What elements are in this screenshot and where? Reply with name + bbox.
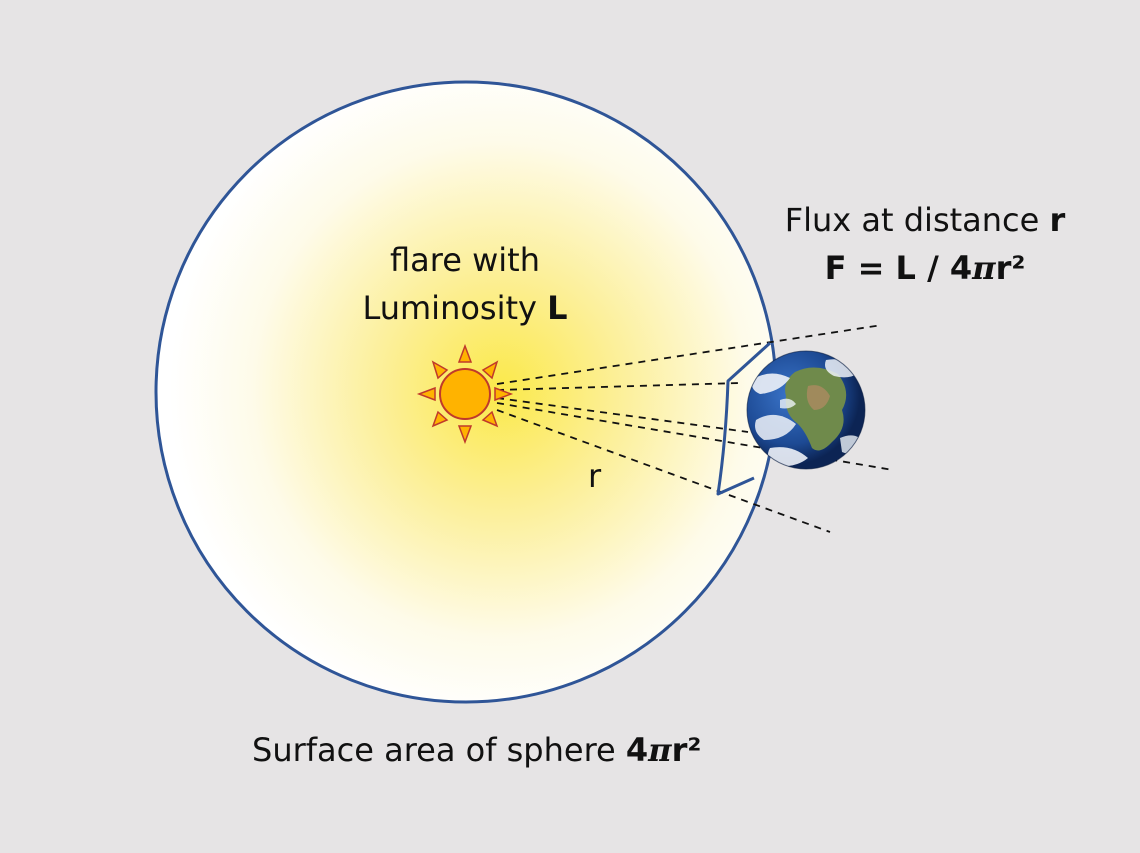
flux-formula-pi: π bbox=[972, 249, 996, 287]
flux-label: Flux at distance r F = L / 4πr² bbox=[770, 196, 1080, 292]
surface-area-label: Surface area of sphere 4πr² bbox=[252, 726, 701, 774]
flux-label-line1: Flux at distance r bbox=[770, 196, 1080, 244]
luminosity-symbol: L bbox=[547, 289, 568, 327]
flare-label-line2: Luminosity L bbox=[310, 284, 620, 332]
flux-rays bbox=[496, 324, 894, 533]
flux-label-text: Flux at distance bbox=[784, 201, 1050, 239]
ray-4 bbox=[496, 402, 894, 471]
flare-label-text: Luminosity bbox=[362, 289, 548, 327]
flux-formula: F = L / 4πr² bbox=[770, 244, 1080, 292]
flare-label-line1: flare with bbox=[390, 241, 540, 279]
surface-area-text: Surface area of sphere bbox=[252, 731, 626, 769]
surface-patch bbox=[716, 341, 772, 496]
surface-area-formula-pi: π bbox=[648, 731, 672, 769]
sun-icon bbox=[416, 343, 514, 445]
surface-area-formula-suffix: r² bbox=[671, 731, 702, 769]
ray-2 bbox=[496, 382, 741, 391]
flare-label: flare with Luminosity L bbox=[310, 236, 620, 332]
flux-formula-suffix: r² bbox=[995, 249, 1026, 287]
distance-symbol: r bbox=[1049, 201, 1066, 239]
ray-3 bbox=[496, 397, 749, 433]
flux-formula-prefix: F = L / 4 bbox=[824, 249, 973, 287]
surface-area-formula-prefix: 4 bbox=[625, 731, 649, 769]
earth-icon bbox=[746, 350, 866, 470]
radius-label: r bbox=[588, 457, 602, 495]
